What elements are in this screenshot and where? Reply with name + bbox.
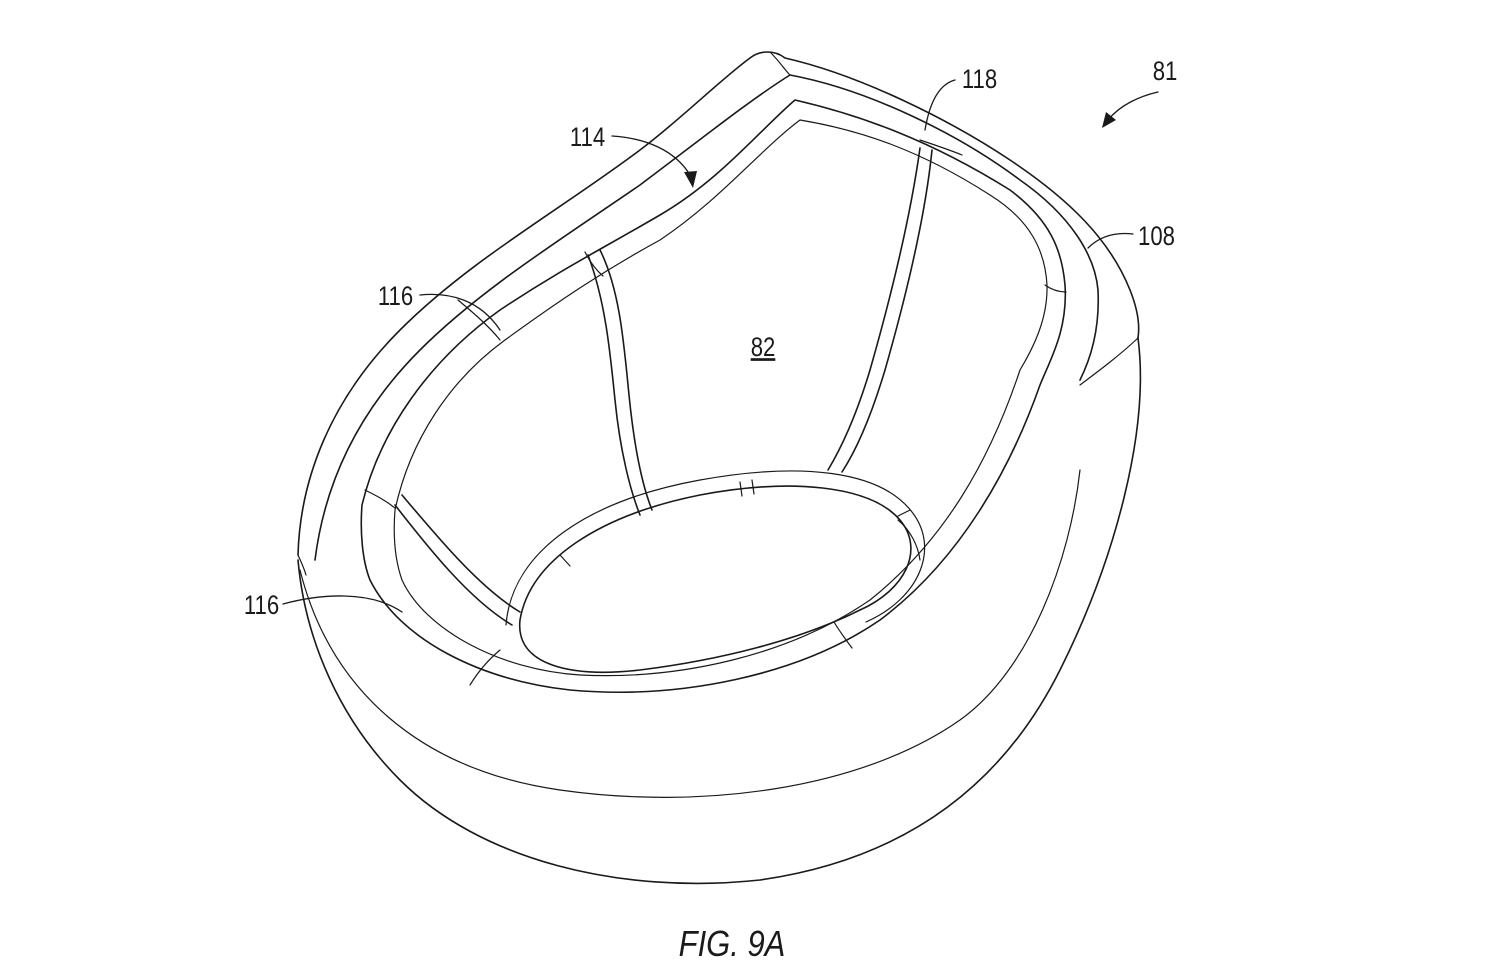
shell-outline bbox=[297, 337, 1142, 885]
cavity-edge bbox=[393, 119, 1048, 677]
shell-band-line bbox=[299, 469, 1081, 798]
rim-divider-6 bbox=[1044, 284, 1067, 293]
figure-caption: FIG. 9A bbox=[679, 925, 786, 965]
rim-divider-2 bbox=[584, 251, 604, 277]
label-108: 108 bbox=[1138, 222, 1175, 252]
seam-left-b bbox=[599, 249, 653, 511]
rim-top-corner bbox=[769, 51, 791, 76]
rim-right-corner bbox=[1079, 337, 1139, 386]
rim-divider-3 bbox=[364, 489, 396, 509]
leader-108 bbox=[1087, 232, 1134, 249]
seam-right-a bbox=[827, 147, 921, 471]
base-channel bbox=[505, 470, 926, 626]
label-116-lower: 116 bbox=[244, 591, 279, 621]
channel-tick-2 bbox=[751, 479, 755, 495]
arrowhead-114 bbox=[684, 171, 697, 188]
shell-left-edge bbox=[297, 554, 307, 576]
inner-cavity bbox=[394, 147, 933, 673]
rim-inner-edge bbox=[360, 99, 1067, 693]
leader-116-lower bbox=[282, 595, 403, 613]
channel-tick-4 bbox=[897, 509, 911, 517]
seam-lower-left-b bbox=[401, 494, 521, 613]
rim-divider-4 bbox=[469, 649, 501, 686]
seam-right-b bbox=[841, 149, 933, 473]
base-oval bbox=[519, 485, 912, 673]
leader-116-upper bbox=[419, 293, 501, 331]
channel-tick-1 bbox=[739, 481, 743, 497]
seam-lower-left-a bbox=[394, 504, 513, 626]
label-81: 81 bbox=[1153, 57, 1178, 87]
outer-shell bbox=[297, 337, 1142, 885]
rim-divider-7 bbox=[919, 139, 963, 156]
rim-outer-edge bbox=[297, 51, 1140, 556]
leader-81 bbox=[1107, 91, 1159, 121]
reference-labels: 81 118 114 108 116 82 116 bbox=[244, 57, 1177, 621]
rim-top-inner-edge bbox=[314, 74, 1100, 561]
leaders bbox=[282, 79, 1159, 613]
arrowhead-81 bbox=[1102, 112, 1116, 128]
leader-118 bbox=[924, 79, 956, 131]
label-114: 114 bbox=[570, 123, 605, 153]
rim-divider-1 bbox=[457, 299, 501, 341]
channel-tick-3 bbox=[559, 554, 571, 567]
seam-left-a bbox=[587, 254, 641, 516]
seam-lower-right bbox=[897, 519, 921, 561]
rim-divider-5 bbox=[833, 621, 853, 649]
label-116-upper: 116 bbox=[378, 282, 413, 312]
leader-114 bbox=[611, 135, 691, 176]
label-118: 118 bbox=[962, 65, 997, 95]
top-rim bbox=[297, 51, 1140, 693]
label-82: 82 bbox=[751, 333, 776, 363]
